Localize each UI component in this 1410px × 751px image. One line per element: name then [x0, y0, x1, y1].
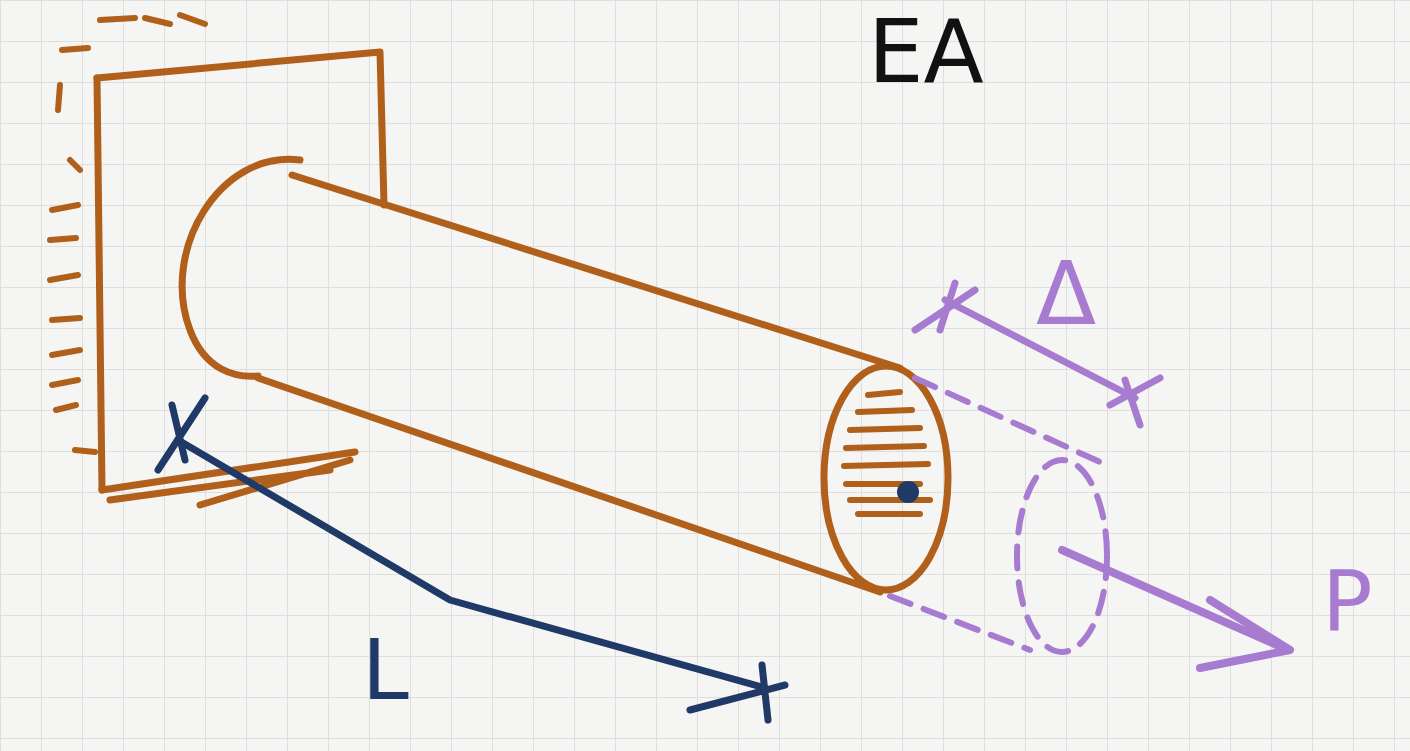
load-arrow [1062, 550, 1288, 650]
stiffness-label: EA [868, 8, 984, 96]
deformed-outline [890, 378, 1107, 652]
wall-bracket [97, 52, 384, 205]
bar-top-edge [292, 175, 900, 368]
load-label: P [1322, 560, 1373, 644]
bar-cross-section [824, 366, 948, 590]
centroid-dot [897, 481, 919, 503]
length-dimension [178, 440, 765, 688]
section-hatching [844, 392, 930, 514]
length-label: L [362, 628, 409, 712]
wall-hatching [50, 15, 205, 452]
elongation-label: Δ [1036, 250, 1096, 338]
bar-bottom-edge [258, 378, 880, 592]
bar-left-end [182, 159, 300, 376]
